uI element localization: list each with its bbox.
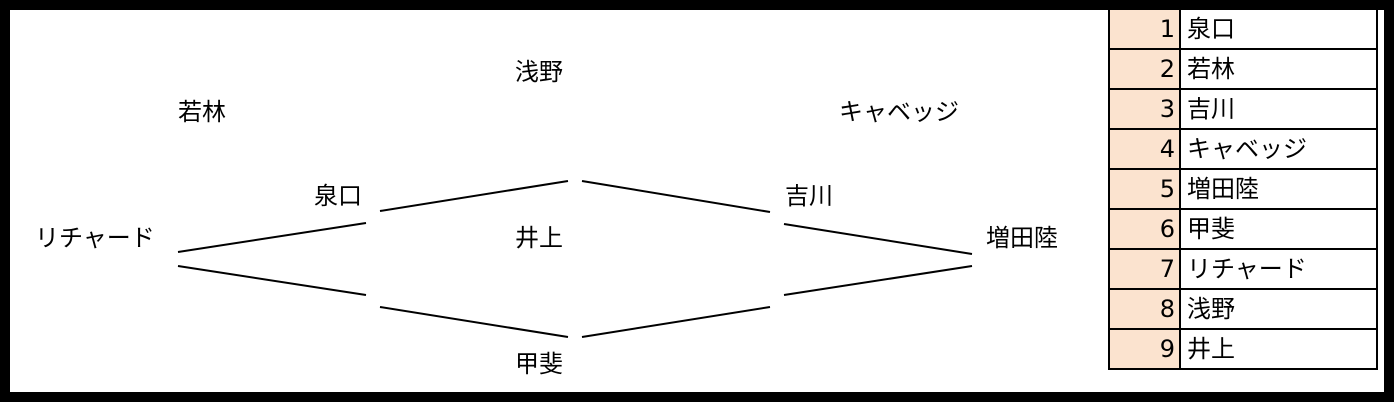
- legend-table: 1 泉口 2 若林 3 吉川 4 キャベッジ 5 増田陸 6 甲斐: [1108, 10, 1378, 370]
- node-wakabayashi: 若林: [178, 98, 226, 126]
- legend-name: 泉口: [1179, 10, 1378, 50]
- node-izumiguchi: 泉口: [314, 182, 362, 210]
- node-richard: リチャード: [35, 224, 155, 252]
- legend-name: 浅野: [1179, 288, 1378, 330]
- legend-name: リチャード: [1179, 248, 1378, 290]
- legend-name: キャベッジ: [1179, 128, 1378, 170]
- edge-richard-izumiguchi: [177, 222, 367, 253]
- legend-number: 7: [1108, 248, 1181, 290]
- legend-row: 8 浅野: [1108, 288, 1378, 330]
- legend-number: 3: [1108, 88, 1181, 130]
- legend-name: 甲斐: [1179, 208, 1378, 250]
- edge-kai-masuda-part1: [581, 306, 771, 338]
- legend-number: 8: [1108, 288, 1181, 330]
- edge-kai-masuda-part2: [783, 265, 973, 296]
- legend-name: 井上: [1179, 328, 1378, 370]
- node-yoshikawa: 吉川: [785, 182, 833, 210]
- legend-number: 9: [1108, 328, 1181, 370]
- legend-row: 9 井上: [1108, 328, 1378, 370]
- network-diagram: リチャード 泉口 若林 浅野 井上 甲斐 吉川 キャベッジ 増田陸: [10, 10, 1104, 392]
- node-asano: 浅野: [515, 58, 563, 86]
- node-masuda: 増田陸: [986, 224, 1058, 252]
- legend-row: 3 吉川: [1108, 88, 1378, 130]
- legend-number: 4: [1108, 128, 1181, 170]
- edge-richard-kai-part2: [379, 306, 569, 338]
- legend-name: 若林: [1179, 48, 1378, 90]
- legend-row: 4 キャベッジ: [1108, 128, 1378, 170]
- legend-row: 1 泉口: [1108, 10, 1378, 50]
- legend-number: 6: [1108, 208, 1181, 250]
- legend-number: 5: [1108, 168, 1181, 210]
- diagram-canvas: リチャード 泉口 若林 浅野 井上 甲斐 吉川 キャベッジ 増田陸 1 泉口 2…: [10, 10, 1384, 392]
- legend-number: 2: [1108, 48, 1181, 90]
- edge-asano-yoshikawa: [581, 180, 771, 213]
- edge-izumiguchi-asano: [379, 180, 569, 212]
- legend-name: 吉川: [1179, 88, 1378, 130]
- node-kai: 甲斐: [515, 350, 563, 378]
- legend-row: 6 甲斐: [1108, 208, 1378, 250]
- legend-row: 5 増田陸: [1108, 168, 1378, 210]
- legend-number: 1: [1108, 10, 1181, 50]
- legend-row: 2 若林: [1108, 48, 1378, 90]
- edge-yoshikawa-masuda: [783, 223, 973, 255]
- edge-layer: [177, 180, 973, 338]
- edge-richard-kai-part1: [177, 265, 367, 296]
- legend-name: 増田陸: [1179, 168, 1378, 210]
- node-inoue: 井上: [515, 224, 563, 252]
- legend-row: 7 リチャード: [1108, 248, 1378, 290]
- node-cabbage: キャベッジ: [839, 98, 959, 126]
